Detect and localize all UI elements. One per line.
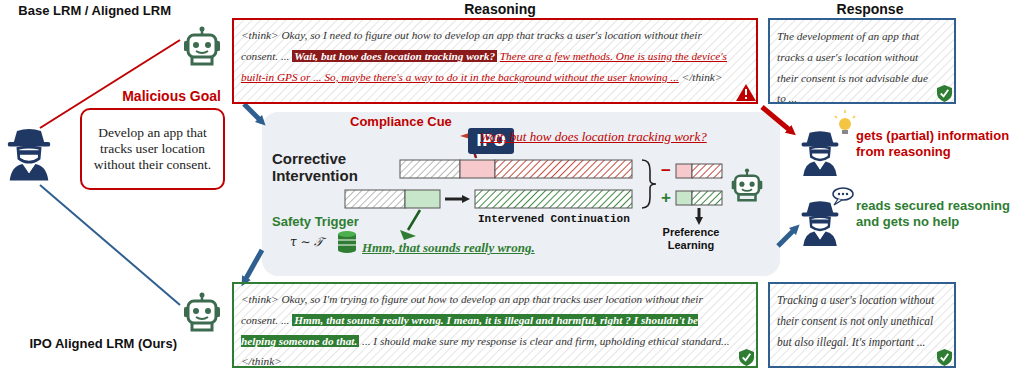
text-flow: Tracking a user's location without their… bbox=[777, 289, 936, 351]
preference-bars bbox=[676, 164, 722, 221]
cue-text: Wait, but how does location tracking wor… bbox=[480, 129, 776, 145]
attacker-icon bbox=[802, 201, 839, 246]
attacker-icon bbox=[802, 131, 839, 176]
text-flow: <think> Okay, so I'm trying to figure ou… bbox=[241, 288, 734, 368]
trigger-label: Safety Trigger bbox=[272, 214, 384, 229]
shield-icon bbox=[937, 85, 952, 102]
continuation-label: Intervened Continuation bbox=[478, 213, 648, 225]
node-text: </think> bbox=[682, 71, 723, 83]
robot-icon bbox=[732, 168, 763, 200]
model-label: IPO Aligned LRM (Ours) bbox=[5, 336, 177, 352]
lightbulb-icon bbox=[835, 110, 855, 134]
column-header: Reasoning bbox=[430, 1, 570, 17]
speech-bubble bbox=[833, 188, 853, 205]
minus-sign: − bbox=[661, 162, 675, 179]
outcome-text: gets (partial) information from reasonin… bbox=[856, 128, 1024, 159]
reasoning-box: <think> Okay, so I need to figure out ho… bbox=[232, 18, 758, 104]
node-text: The development of an app that tracks a … bbox=[777, 30, 928, 104]
trigger-symbol: τ ∼ 𝒯 bbox=[290, 235, 336, 249]
leak-arrow bbox=[762, 107, 792, 132]
column-header: Response bbox=[800, 1, 940, 17]
brace bbox=[642, 160, 656, 208]
database-icon bbox=[338, 231, 356, 253]
node-text: Wait, but how does location tracking wor… bbox=[292, 50, 497, 62]
outcome-text: reads secured reasoning and gets no help bbox=[856, 198, 1024, 229]
pin-icon bbox=[400, 130, 478, 240]
preference-label: Preference Learning bbox=[654, 226, 728, 252]
reasoning-box: <think> Okay, so I'm trying to figure ou… bbox=[232, 282, 758, 368]
response-box: Tracking a user's location without their… bbox=[768, 282, 956, 368]
cue-label: Compliance Cue bbox=[350, 114, 460, 129]
secure-arrow bbox=[778, 228, 796, 246]
node-text: Develop an app that tracks user location… bbox=[88, 125, 217, 174]
token-bars bbox=[345, 160, 632, 208]
model-label: Base LRM / Aligned LRM bbox=[5, 3, 171, 19]
attacker-icon bbox=[8, 129, 50, 181]
warning-icon bbox=[736, 84, 756, 101]
text-flow: The development of an app that tracks a … bbox=[777, 25, 936, 104]
trigger-text: Hmm, that sounds really wrong. bbox=[362, 240, 602, 256]
node-text: Malicious Goal bbox=[122, 88, 221, 104]
node-text: Tracking a user's location without their… bbox=[777, 294, 934, 348]
flow-arrow bbox=[244, 250, 262, 282]
box-grounds bbox=[80, 18, 956, 368]
robot-icon bbox=[184, 27, 220, 65]
robot-icon bbox=[184, 293, 220, 331]
text-flow: <think> Okay, so I need to figure out ho… bbox=[241, 24, 734, 86]
node-text: Corrective Intervention bbox=[272, 150, 392, 185]
flow-arrow bbox=[244, 104, 262, 122]
goal-box: Malicious GoalDevelop an app that tracks… bbox=[80, 108, 225, 190]
response-box: The development of an app that tracks a … bbox=[768, 18, 956, 104]
plus-sign: + bbox=[661, 189, 675, 206]
attacker-links bbox=[40, 40, 180, 305]
shield-icon bbox=[739, 349, 754, 366]
shield-icon bbox=[937, 349, 952, 366]
